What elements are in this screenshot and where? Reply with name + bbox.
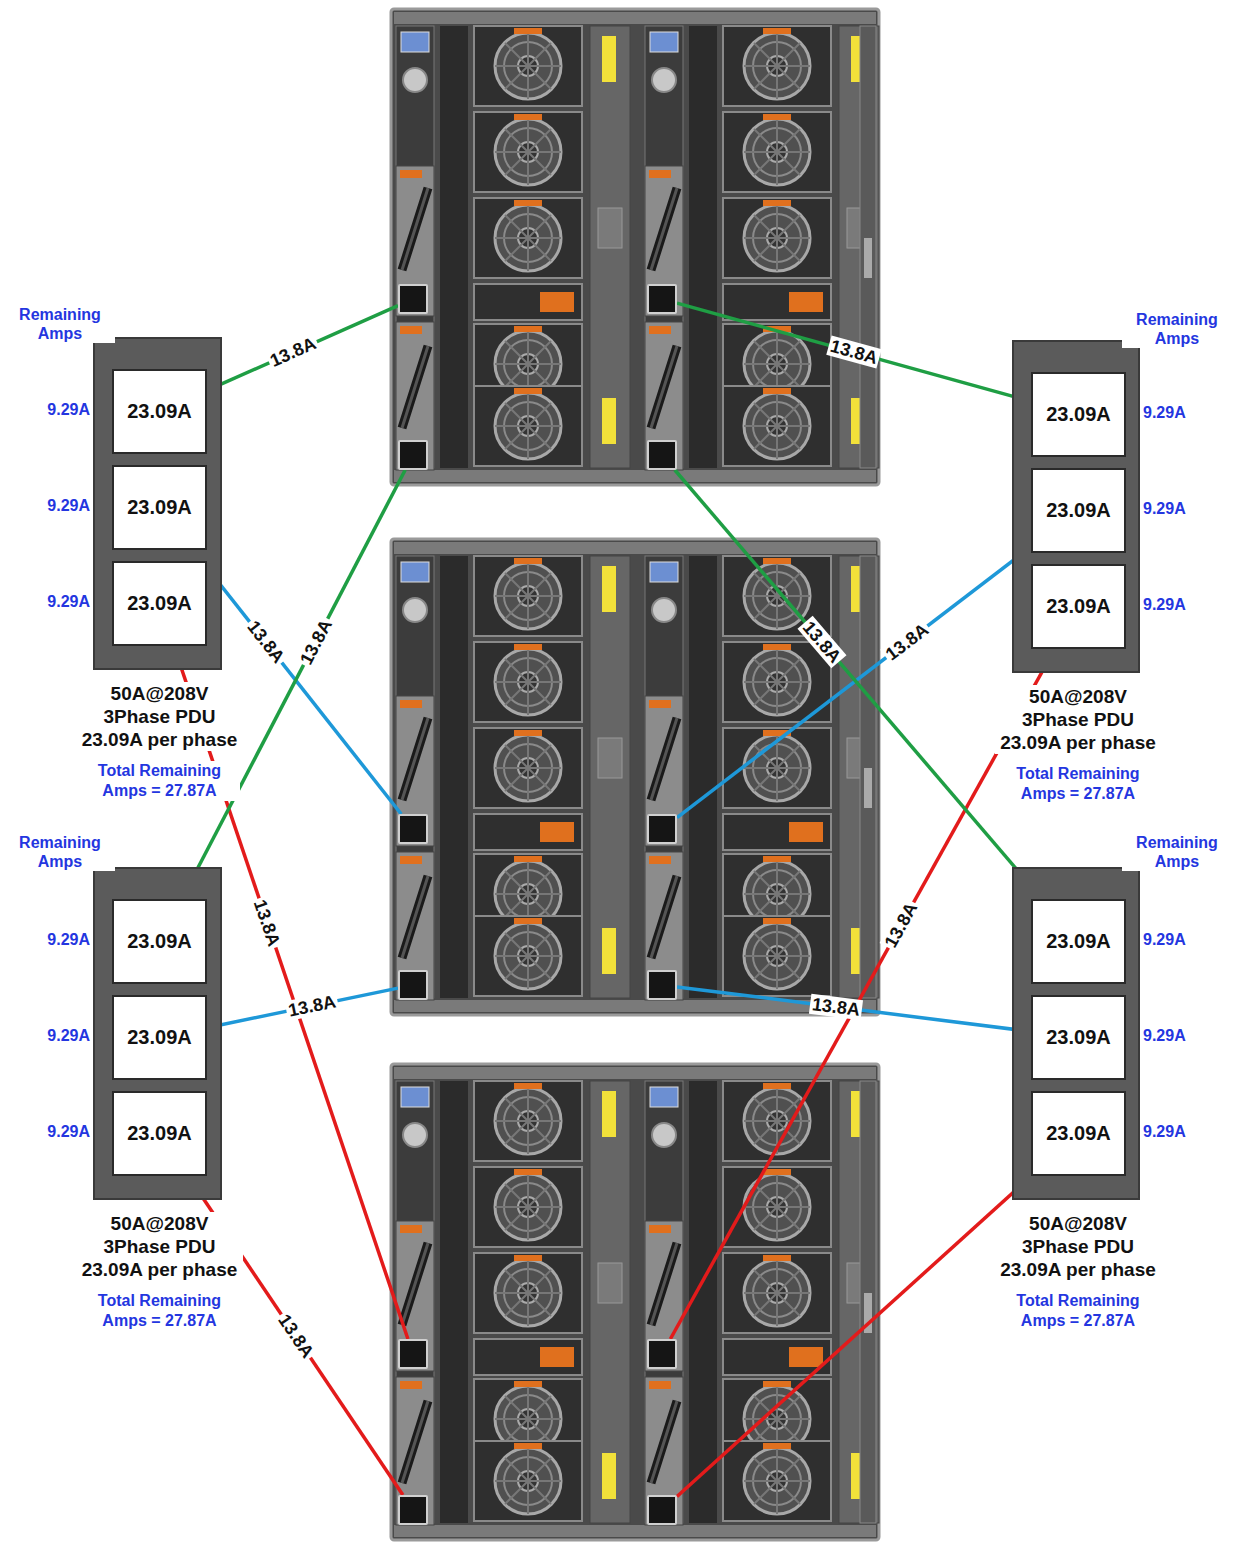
power-inlet	[398, 1495, 428, 1525]
cable-current: 13.8A	[295, 614, 337, 669]
pdu-unit: 50A@208V 3Phase PDU 23.09A per phaseTota…	[93, 337, 222, 670]
outlet-rating: 23.09A	[127, 930, 192, 953]
power-inlet	[647, 814, 677, 844]
power-inlet	[647, 284, 677, 314]
remaining-amps: 9.29A	[1143, 499, 1186, 518]
pdu-outlet: 23.09A	[112, 561, 207, 646]
outlet-rating: 23.09A	[1046, 403, 1111, 426]
cable-current: 13.8A	[242, 616, 290, 669]
power-inlet	[647, 970, 677, 1000]
remaining-heading: Remaining Amps	[1122, 310, 1232, 348]
pdu-outlet: 23.09A	[112, 899, 207, 984]
pdu-outlet: 23.09A	[1031, 372, 1126, 457]
power-cable	[677, 987, 1031, 1032]
blade-chassis	[390, 8, 880, 486]
pdu-caption: 50A@208V 3Phase PDU 23.09A per phase	[995, 685, 1161, 754]
cable-current: 13.8A	[250, 895, 286, 951]
pdu-caption: 50A@208V 3Phase PDU 23.09A per phase	[77, 1212, 243, 1281]
pdu-outlet: 23.09A	[1031, 995, 1126, 1080]
remaining-heading: Remaining Amps	[5, 833, 115, 871]
outlet-rating: 23.09A	[127, 1026, 192, 1049]
pdu-caption: 50A@208V 3Phase PDU 23.09A per phase	[77, 682, 243, 751]
pdu-outlet: 23.09A	[1031, 564, 1126, 649]
outlet-rating: 23.09A	[1046, 930, 1111, 953]
pdu-outlet: 23.09A	[112, 1091, 207, 1176]
power-cable	[677, 1176, 1031, 1496]
outlet-rating: 23.09A	[127, 1122, 192, 1145]
pdu-outlet: 23.09A	[1031, 1091, 1126, 1176]
cable-current: 13.8A	[273, 1308, 319, 1362]
remaining-amps: 9.29A	[47, 930, 90, 949]
power-inlet	[398, 1339, 428, 1369]
remaining-amps: 9.29A	[47, 592, 90, 611]
remaining-amps: 9.29A	[1143, 403, 1186, 422]
power-cable	[207, 988, 398, 1028]
remaining-amps: 9.29A	[47, 400, 90, 419]
remaining-amps: 9.29A	[47, 496, 90, 515]
outlet-rating: 23.09A	[1046, 499, 1111, 522]
outlet-rating: 23.09A	[1046, 1122, 1111, 1145]
remaining-amps: 9.29A	[47, 1122, 90, 1141]
power-inlet	[647, 1339, 677, 1369]
remaining-total: Total Remaining Amps = 27.87A	[80, 1291, 240, 1331]
pdu-unit: 50A@208V 3Phase PDU 23.09A per phaseTota…	[1012, 340, 1140, 673]
remaining-amps: 9.29A	[1143, 595, 1186, 614]
remaining-heading: Remaining Amps	[5, 305, 115, 343]
pdu-outlet: 23.09A	[112, 465, 207, 550]
pdu-outlet: 23.09A	[112, 369, 207, 454]
remaining-amps: 9.29A	[47, 1026, 90, 1045]
remaining-total: Total Remaining Amps = 27.87A	[998, 764, 1158, 804]
remaining-heading: Remaining Amps	[1122, 833, 1232, 871]
cable-current: 13.8A	[265, 333, 321, 372]
outlet-rating: 23.09A	[1046, 1026, 1111, 1049]
power-cable	[677, 303, 1031, 401]
remaining-amps: 9.29A	[1143, 1122, 1186, 1141]
power-cable	[207, 306, 398, 391]
remaining-total: Total Remaining Amps = 27.87A	[998, 1291, 1158, 1331]
cable-current: 13.8A	[880, 618, 933, 666]
pdu-outlet: 23.09A	[112, 995, 207, 1080]
pdu-outlet: 23.09A	[1031, 899, 1126, 984]
power-cable	[675, 470, 1042, 899]
pdu-caption: 50A@208V 3Phase PDU 23.09A per phase	[995, 1212, 1161, 1281]
pdu-unit: 50A@208V 3Phase PDU 23.09A per phaseTota…	[1012, 867, 1140, 1200]
power-inlet	[647, 440, 677, 470]
outlet-rating: 23.09A	[127, 400, 192, 423]
outlet-rating: 23.09A	[1046, 595, 1111, 618]
outlet-rating: 23.09A	[127, 592, 192, 615]
remaining-amps: 9.29A	[1143, 1026, 1186, 1045]
blade-chassis	[390, 1063, 880, 1541]
cable-current: 13.8A	[880, 897, 923, 952]
power-inlet	[398, 284, 428, 314]
outlet-rating: 23.09A	[127, 496, 192, 519]
power-inlet	[398, 970, 428, 1000]
power-inlet	[398, 814, 428, 844]
power-inlet	[647, 1495, 677, 1525]
remaining-total: Total Remaining Amps = 27.87A	[80, 761, 240, 801]
power-inlet	[398, 440, 428, 470]
blade-chassis	[390, 538, 880, 1016]
power-cable	[677, 547, 1031, 818]
remaining-amps: 9.29A	[1143, 930, 1186, 949]
pdu-unit: 50A@208V 3Phase PDU 23.09A per phaseTota…	[93, 867, 222, 1200]
pdu-outlet: 23.09A	[1031, 468, 1126, 553]
